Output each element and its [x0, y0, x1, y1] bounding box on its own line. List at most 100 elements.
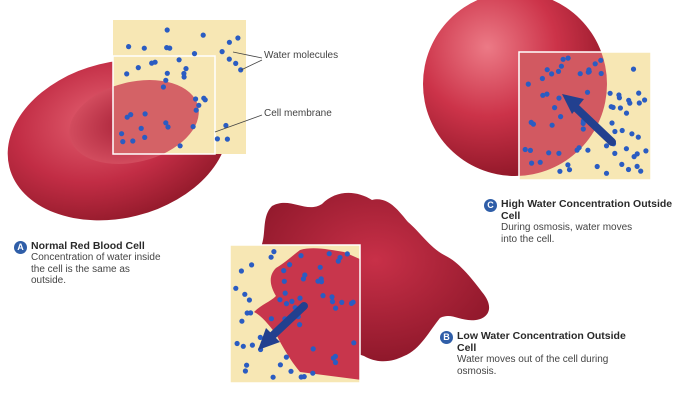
water-molecule	[225, 137, 230, 142]
water-molecule	[183, 66, 188, 71]
water-molecule	[142, 46, 147, 51]
water-molecule	[243, 368, 248, 373]
water-molecule	[616, 92, 621, 97]
water-molecule	[337, 255, 342, 260]
water-molecule	[593, 61, 598, 66]
water-molecule	[302, 374, 307, 379]
water-molecule	[143, 111, 148, 116]
water-molecule	[636, 91, 641, 96]
water-molecule	[244, 363, 249, 368]
water-molecule	[556, 151, 561, 156]
water-molecule	[287, 262, 292, 267]
water-molecule	[567, 167, 572, 172]
badge-b: B	[440, 331, 453, 344]
water-molecule	[528, 148, 533, 153]
water-molecule	[130, 138, 135, 143]
water-molecule	[283, 291, 288, 296]
water-molecule	[638, 169, 643, 174]
water-molecule	[235, 341, 240, 346]
water-molecule	[249, 262, 254, 267]
water-molecule	[192, 51, 197, 56]
water-molecule	[585, 148, 590, 153]
water-molecule	[149, 61, 154, 66]
water-molecule	[191, 124, 196, 129]
water-molecule	[611, 105, 616, 110]
water-molecule	[278, 362, 283, 367]
water-molecule	[269, 255, 274, 260]
water-molecule	[165, 124, 170, 129]
water-molecule	[598, 58, 603, 63]
caption-b-body: Water moves out of the cell during osmos…	[457, 354, 617, 377]
caption-b: B Low Water Concentration Outside Cell W…	[440, 330, 640, 377]
cell-membrane-label: Cell membrane	[264, 108, 332, 120]
water-molecule	[329, 294, 334, 299]
water-molecule	[201, 96, 206, 101]
water-molecule	[318, 265, 323, 270]
water-molecule	[297, 296, 302, 301]
badge-c: C	[484, 199, 497, 212]
water-molecule	[559, 64, 564, 69]
inset-b-magnified	[230, 245, 362, 383]
water-molecule	[540, 93, 545, 98]
water-molecule	[311, 346, 316, 351]
water-molecule	[558, 114, 563, 119]
water-molecule	[161, 84, 166, 89]
water-molecule	[626, 167, 631, 172]
badge-a: A	[14, 241, 27, 254]
water-molecule	[531, 122, 536, 127]
water-molecule	[310, 371, 315, 376]
water-molecule	[631, 67, 636, 72]
water-molecule	[557, 169, 562, 174]
water-molecule	[238, 67, 243, 72]
water-molecule	[124, 71, 129, 76]
water-molecule	[351, 340, 356, 345]
water-molecule	[269, 316, 274, 321]
water-molecule	[612, 129, 617, 134]
water-molecule	[595, 164, 600, 169]
water-molecule	[227, 40, 232, 45]
water-molecule	[636, 135, 641, 140]
water-molecule	[250, 343, 255, 348]
water-molecule	[529, 161, 534, 166]
water-molecule	[297, 322, 302, 327]
water-molecule	[632, 154, 637, 159]
water-molecule	[235, 35, 240, 40]
water-molecule	[566, 56, 571, 61]
caption-a: A Normal Red Blood Cell Concentration of…	[14, 240, 189, 287]
water-molecule	[119, 131, 124, 136]
water-molecule	[586, 67, 591, 72]
water-molecule	[142, 135, 147, 140]
water-molecule	[585, 90, 590, 95]
water-molecule	[609, 120, 614, 125]
water-molecule	[288, 369, 293, 374]
water-molecule	[182, 74, 187, 79]
water-molecule	[561, 57, 566, 62]
water-molecule	[565, 162, 570, 167]
water-molecule	[167, 46, 172, 51]
water-molecule	[201, 33, 206, 38]
water-molecule	[643, 148, 648, 153]
water-molecule	[578, 71, 583, 76]
water-molecule	[552, 105, 557, 110]
water-molecule	[165, 71, 170, 76]
caption-c: C High Water Concentration Outside Cell …	[484, 198, 684, 245]
water-molecule	[178, 143, 183, 148]
water-molecule	[220, 49, 225, 54]
caption-b-title: Low Water Concentration Outside Cell	[457, 330, 637, 354]
water-molecule	[277, 297, 282, 302]
water-molecule	[242, 292, 247, 297]
water-molecule	[538, 160, 543, 165]
water-molecule	[298, 253, 303, 258]
water-molecule	[619, 162, 624, 167]
water-molecule	[345, 251, 350, 256]
water-molecule	[239, 268, 244, 273]
water-molecule	[194, 108, 199, 113]
water-molecule	[351, 300, 356, 305]
water-molecule	[629, 131, 634, 136]
water-molecule	[245, 310, 250, 315]
water-molecule	[612, 151, 617, 156]
water-molecule	[627, 101, 632, 106]
water-molecule	[333, 306, 338, 311]
water-molecule	[136, 65, 141, 70]
water-molecule	[239, 319, 244, 324]
